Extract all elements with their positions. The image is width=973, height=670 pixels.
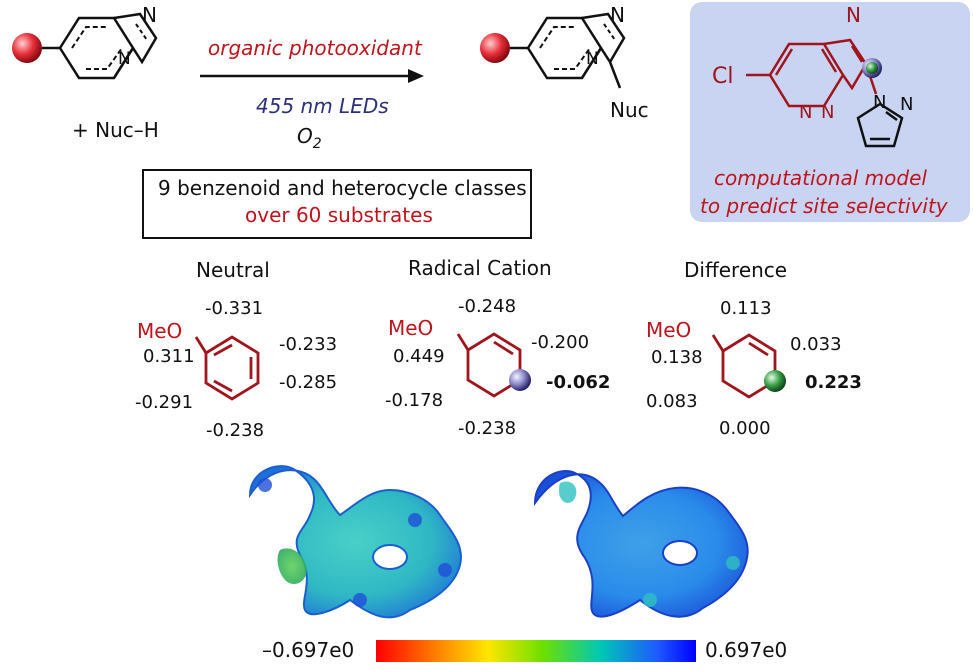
radical-site-green-marker-icon (866, 62, 878, 74)
product-nucleophile-label: Nuc (610, 98, 649, 122)
reaction-arrow (200, 69, 424, 83)
difference-title: Difference (684, 258, 788, 282)
atom-label-n2: N (821, 102, 834, 123)
model-molecule-structure: Cl N N N N N (712, 3, 913, 148)
difference-substituent-label: MeO (646, 318, 692, 342)
neutral-charge-ortho-bottom: -0.291 (135, 392, 194, 413)
difference-charge-ortho-top: 0.113 (720, 298, 772, 319)
esp-surface-radical-cation (533, 470, 749, 618)
difference-charge-meta-top: 0.033 (790, 334, 842, 355)
neutral-charge-meta-top: -0.233 (279, 334, 338, 355)
atom-label-n-bridge: N (118, 49, 131, 69)
model-caption-line2: to predict site selectivity (700, 194, 948, 218)
condition-photooxidant: organic photooxidant (208, 36, 422, 60)
scope-line1: 9 benzenoid and heterocycle classes (158, 176, 527, 200)
neutral-charge-ipso: 0.311 (143, 346, 195, 367)
difference-anisole-ring (711, 333, 786, 399)
neutral-substituent-label: MeO (137, 319, 183, 343)
radical-cation-title: Radical Cation (408, 256, 552, 280)
difference-charge-meta-bottom: 0.000 (719, 418, 771, 439)
atom-label-n3: N (846, 3, 861, 27)
substituent-ball-icon (12, 33, 42, 63)
model-panel (690, 2, 970, 222)
neutral-anisole-ring (194, 335, 260, 401)
oxygen-subscript: 2 (312, 136, 322, 152)
atom-label-n-top: N (142, 3, 157, 27)
difference-charge-ortho-bottom: 0.083 (646, 391, 698, 412)
scope-box (142, 169, 532, 239)
difference-charge-ipso: 0.138 (651, 347, 703, 368)
neutral-charge-meta-bottom: -0.238 (206, 420, 265, 441)
colorbar-max-label: 0.697e0 (705, 638, 788, 662)
condition-light: 455 nm LEDs (256, 94, 389, 118)
atom-label-n5: N (900, 94, 913, 115)
atom-label-cl: Cl (712, 64, 733, 89)
nucleophile-reagent: + Nuc–H (72, 118, 159, 142)
esp-surface-neutral (248, 465, 462, 619)
starting-material-structure: N N (12, 3, 158, 80)
radical-cation-charge-meta-bottom: -0.238 (458, 418, 517, 439)
radical-cation-charge-para: -0.062 (546, 372, 611, 393)
radical-cation-charge-meta-top: -0.200 (531, 332, 590, 353)
condition-oxygen: O2 (297, 124, 322, 152)
neutral-charge-ortho-top: -0.331 (205, 298, 264, 319)
atom-label-n-bridge: N (586, 49, 599, 69)
atom-label-n1: N (799, 102, 812, 123)
radical-cation-charge-ipso: 0.449 (393, 346, 445, 367)
model-caption-line1: computational model (714, 166, 927, 190)
radical-cation-charge-ortho-bottom: -0.178 (385, 390, 444, 411)
oxygen-symbol: O (297, 124, 313, 148)
substituent-ball-icon (480, 33, 510, 63)
colorbar-min-label: –0.697e0 (262, 638, 355, 662)
esp-colorbar (376, 640, 696, 662)
radical-cation-anisole-ring (456, 332, 531, 398)
radical-site-marker-icon (764, 370, 786, 392)
radical-cation-substituent-label: MeO (388, 316, 434, 340)
radical-cation-charge-ortho-top: -0.248 (458, 296, 517, 317)
scope-line2: over 60 substrates (245, 203, 433, 227)
atom-label-n-top: N (610, 3, 625, 27)
neutral-charge-para: -0.285 (279, 372, 338, 393)
radical-site-marker-icon (509, 369, 531, 391)
difference-charge-para: 0.223 (805, 372, 862, 393)
atom-label-n4: N (873, 92, 886, 113)
neutral-title: Neutral (196, 258, 270, 282)
product-structure: N N (480, 3, 626, 89)
